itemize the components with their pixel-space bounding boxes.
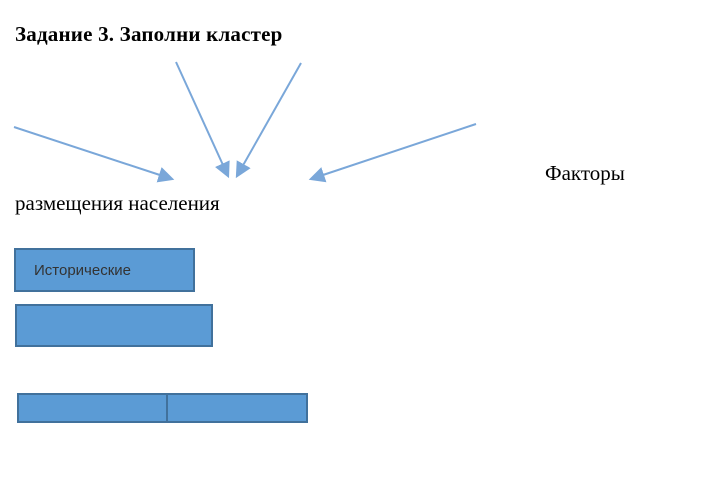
cluster-heading-word-2: размещения населения [15, 191, 220, 215]
cluster-box-empty-3[interactable] [166, 393, 308, 423]
cluster-heading-word-1: Факторы [545, 161, 625, 185]
cluster-box-historical-label: Исторические [34, 261, 131, 279]
cluster-box-historical[interactable]: Исторические [14, 248, 195, 292]
cluster-box-empty-1[interactable] [15, 304, 213, 347]
slide-title: Задание 3. Заполни кластер [15, 22, 283, 46]
arrow-left-icon [13, 126, 175, 183]
cluster-box-empty-2[interactable] [17, 393, 168, 423]
arrow-right-icon [308, 123, 477, 183]
arrow-top-right-icon [235, 62, 302, 179]
arrow-top-left-icon [175, 61, 230, 179]
